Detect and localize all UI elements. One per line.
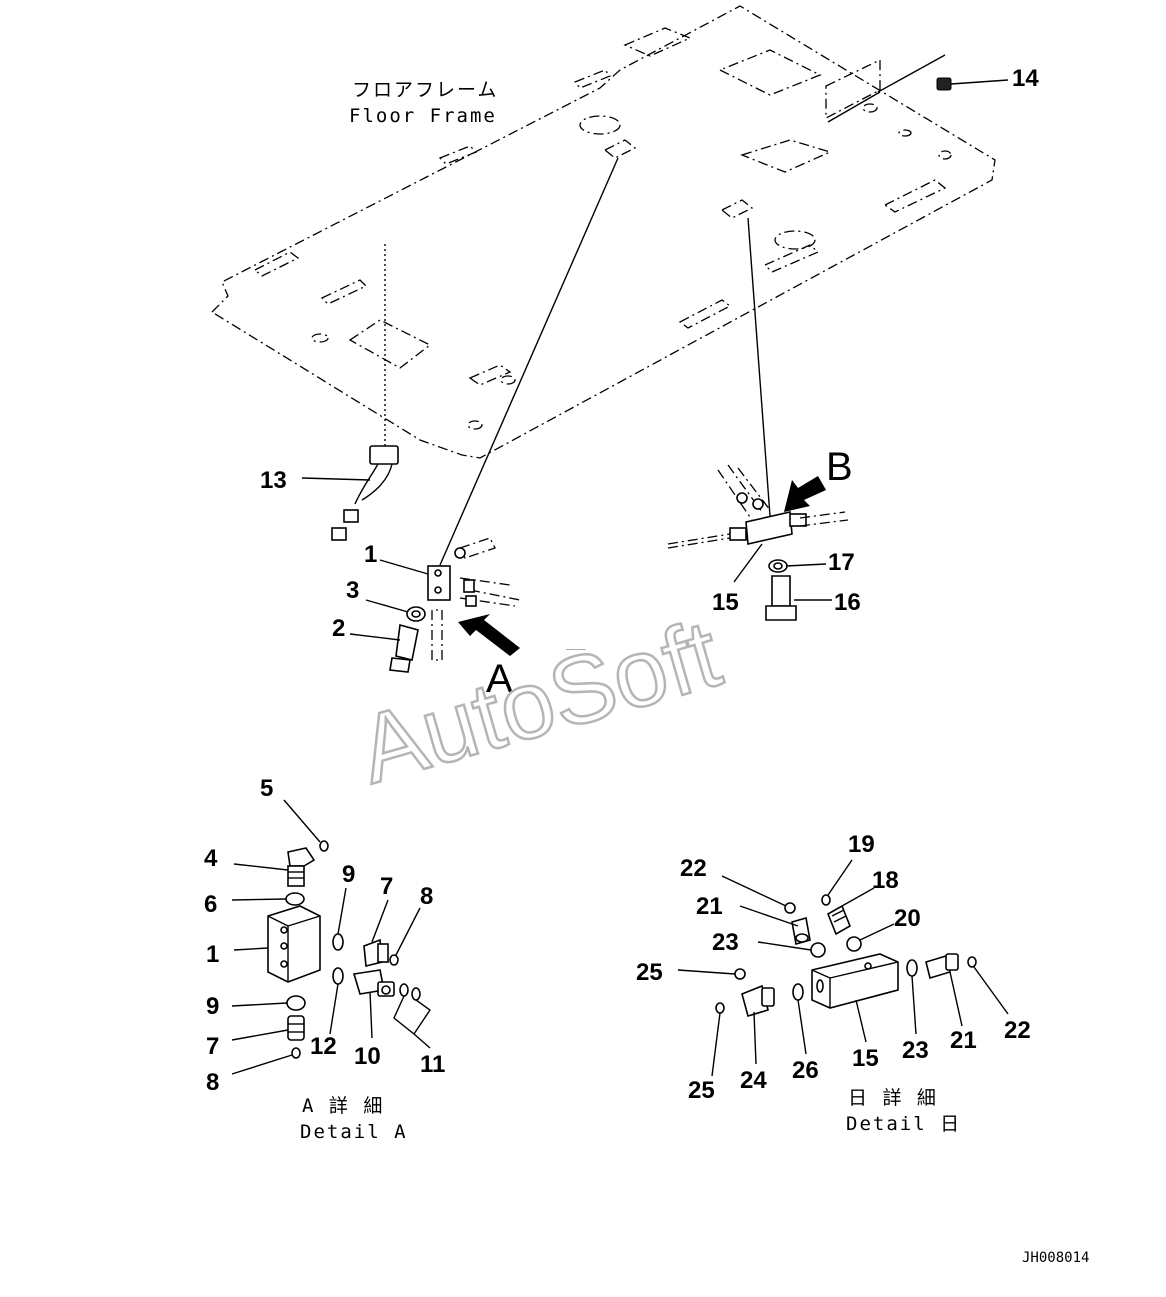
floor-frame-label-jp: フロアフレーム	[352, 79, 498, 101]
callout-1-main: 1	[364, 541, 377, 568]
callout-15-main: 15	[712, 589, 739, 616]
detail-a-title-jp: A 詳 細	[302, 1095, 384, 1117]
floor-frame-outline	[210, 5, 996, 459]
detail-b-title-jp: 日 詳 細	[848, 1087, 938, 1109]
callout-a-12: 12	[310, 1033, 337, 1060]
callout-17: 17	[828, 549, 855, 576]
callout-3: 3	[346, 577, 359, 604]
callout-b-23-top: 23	[712, 929, 739, 956]
callout-b-22-top: 22	[680, 855, 707, 882]
part-14-icon	[936, 77, 952, 91]
callout-b-23-right: 23	[902, 1037, 929, 1064]
callout-a-7-top: 7	[380, 873, 393, 900]
callout-b-21-top: 21	[696, 893, 723, 920]
callout-b-25-top: 25	[636, 959, 663, 986]
callout-14: 14	[1012, 65, 1039, 92]
detail-b-drawing	[677, 859, 1009, 1077]
callout-a-1: 1	[206, 941, 219, 968]
callout-b-19: 19	[848, 831, 875, 858]
callout-a-11: 11	[420, 1051, 445, 1078]
callout-a-4: 4	[204, 845, 218, 872]
callout-16: 16	[834, 589, 861, 616]
callout-a-10: 10	[354, 1043, 381, 1070]
document-id: JH008014	[1022, 1250, 1089, 1266]
projection-lines	[384, 54, 946, 566]
callout-a-7-bottom: 7	[206, 1033, 219, 1060]
callout-b-21-right: 21	[950, 1027, 977, 1054]
callout-b-18: 18	[872, 867, 899, 894]
callout-13: 13	[260, 467, 287, 494]
view-b-letter: B	[826, 445, 853, 489]
callout-a-8-bottom: 8	[206, 1069, 219, 1096]
detail-a-drawing	[231, 799, 431, 1075]
callout-a-6: 6	[204, 891, 217, 918]
detail-a-title-en: Detail A	[300, 1121, 408, 1143]
callout-a-8-top: 8	[420, 883, 433, 910]
view-a-letter: A	[486, 657, 513, 701]
floor-frame-label-en: Floor Frame	[349, 105, 497, 127]
callout-b-24: 24	[740, 1067, 767, 1094]
callout-a-5: 5	[260, 775, 273, 802]
callout-b-20: 20	[894, 905, 921, 932]
watermark-small: ────	[565, 647, 586, 654]
view-a-arrow-icon	[458, 614, 520, 656]
block-b-assembly-icon	[667, 464, 849, 621]
part-13-harness-icon	[331, 445, 399, 541]
callout-b-15: 15	[852, 1045, 879, 1072]
view-b-arrow-icon	[784, 476, 826, 512]
callout-a-9-top: 9	[342, 861, 355, 888]
callout-2: 2	[332, 615, 345, 642]
callout-b-25-bottom: 25	[688, 1077, 715, 1104]
callout-b-22-right: 22	[1004, 1017, 1031, 1044]
detail-b-title-en: Detail 日	[846, 1113, 961, 1135]
callout-b-26: 26	[792, 1057, 819, 1084]
block-a-assembly-icon	[389, 537, 521, 673]
callout-a-9-bottom: 9	[206, 993, 219, 1020]
